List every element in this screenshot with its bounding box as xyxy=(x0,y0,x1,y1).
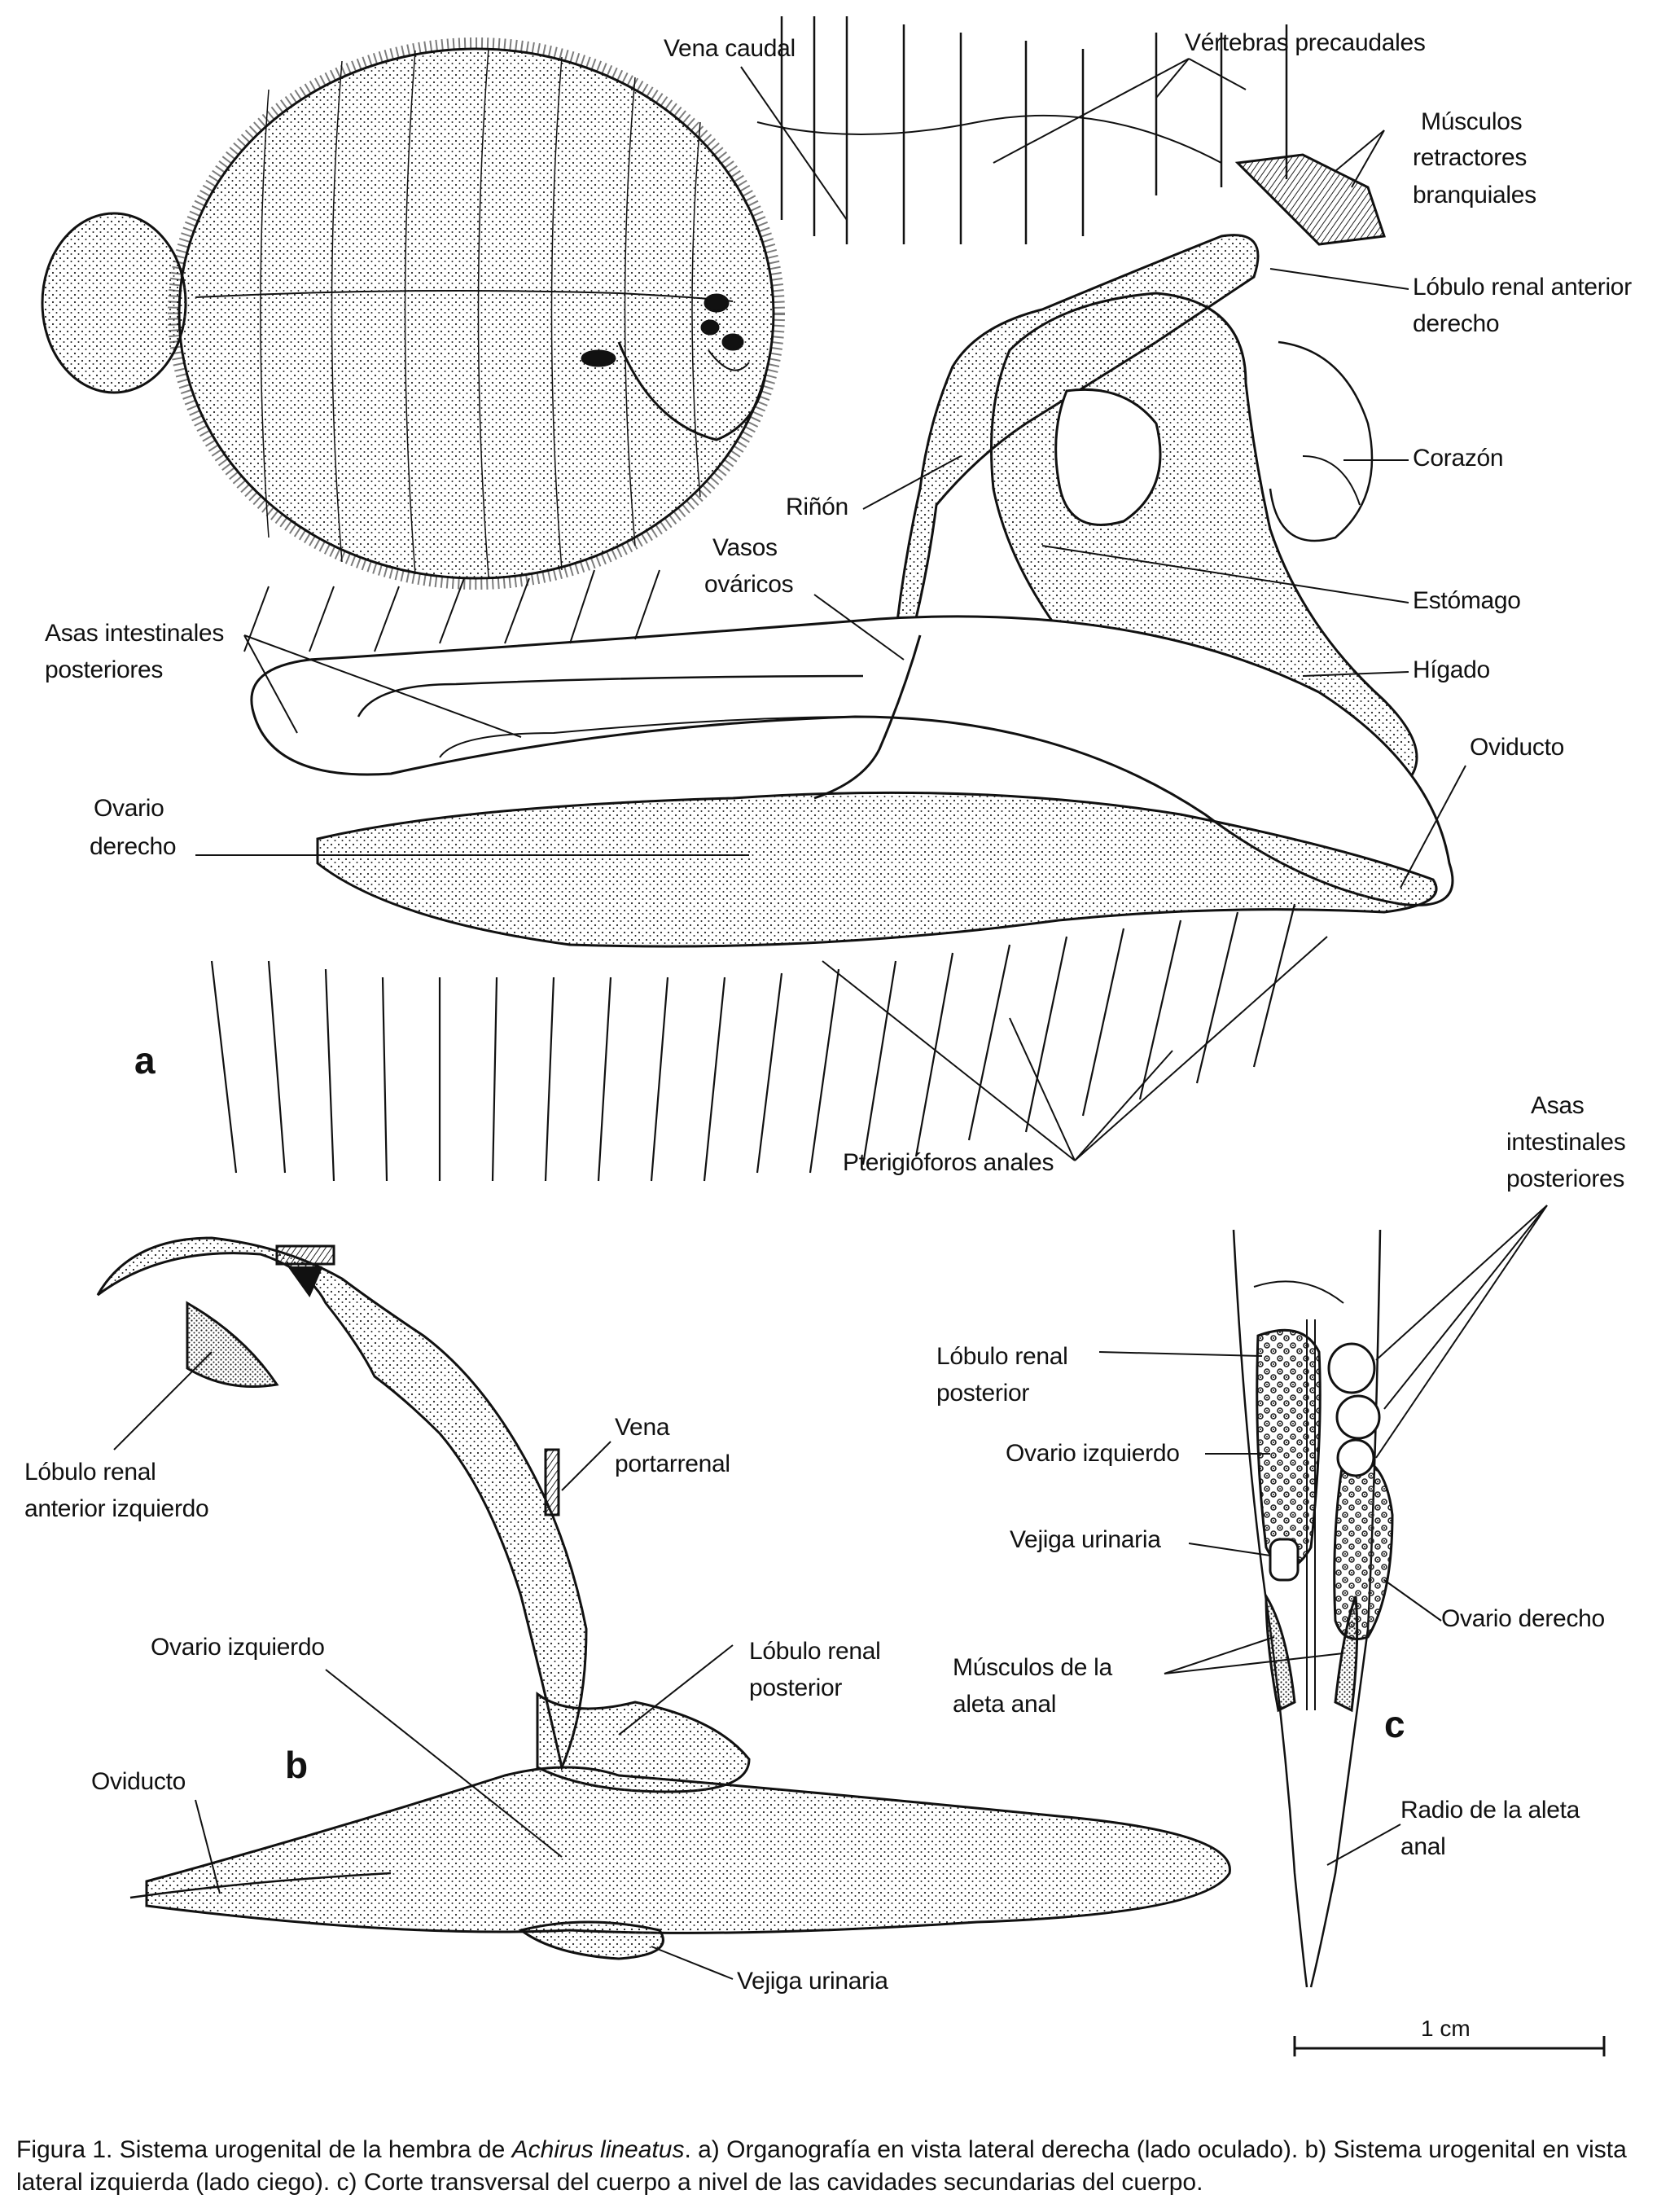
label-ovario-derecho-c: Ovario derecho xyxy=(1441,1604,1605,1634)
label-musculos-3: branquiales xyxy=(1413,181,1536,210)
label-lobulo-renal-posterior-c-1: Lóbulo renal xyxy=(936,1342,1068,1372)
label-vasos-2: ováricos xyxy=(704,570,793,599)
label-vasos-1: Vasos xyxy=(712,533,778,563)
panel-c-drawing xyxy=(1234,1230,1392,1987)
label-vena-caudal: Vena caudal xyxy=(664,34,796,64)
caption-species: Achirus lineatus xyxy=(512,2136,685,2163)
label-musculos-1: Músculos xyxy=(1421,108,1522,137)
label-pterigioforos-anales: Pterigióforos anales xyxy=(843,1148,1054,1178)
label-higado: Hígado xyxy=(1413,656,1490,685)
label-radio-aleta-2: anal xyxy=(1400,1832,1446,1862)
panel-label-c: c xyxy=(1384,1702,1405,1746)
caption-part-1: Figura 1. Sistema urogenital de la hembr… xyxy=(16,2136,512,2163)
label-vejiga-urinaria-b: Vejiga urinaria xyxy=(737,1967,888,1996)
label-radio-aleta-1: Radio de la aleta xyxy=(1400,1796,1580,1825)
label-asas-intestinales-1: Asas intestinales xyxy=(45,619,224,648)
label-ovario-derecho-1: Ovario xyxy=(94,794,164,823)
label-vejiga-urinaria-c: Vejiga urinaria xyxy=(1010,1525,1161,1555)
label-asas-c-1: Asas xyxy=(1531,1091,1585,1121)
fish-outline-drawing xyxy=(42,43,779,584)
label-vertebras-precaudales: Vértebras precaudales xyxy=(1185,29,1426,58)
label-vena-portarrenal-2: portarrenal xyxy=(615,1450,730,1479)
label-lobulo-renal-posterior-b-2: posterior xyxy=(749,1674,842,1703)
label-oviducto-a: Oviducto xyxy=(1470,733,1564,762)
label-lobulo-renal-posterior-b-1: Lóbulo renal xyxy=(749,1637,881,1666)
panel-label-b: b xyxy=(285,1743,308,1787)
label-asas-c-3: posteriores xyxy=(1506,1165,1624,1194)
label-ovario-derecho-2: derecho xyxy=(90,832,176,862)
label-musculos-aleta-2: aleta anal xyxy=(953,1690,1056,1719)
scale-label: 1 cm xyxy=(1421,2016,1471,2042)
label-musculos-2: retractores xyxy=(1413,143,1527,173)
label-ovario-izquierdo-b: Ovario izquierdo xyxy=(151,1633,325,1662)
label-oviducto-b: Oviducto xyxy=(91,1767,186,1797)
figure-caption: Figura 1. Sistema urogenital de la hembr… xyxy=(16,2134,1653,2199)
label-lobulo-renal-anterior-derecho-1: Lóbulo renal anterior xyxy=(1413,273,1632,302)
label-corazon: Corazón xyxy=(1413,444,1503,473)
label-ovario-izquierdo-c: Ovario izquierdo xyxy=(1006,1439,1180,1468)
label-estomago: Estómago xyxy=(1413,586,1521,616)
label-lobulo-renal-anterior-izquierdo-1: Lóbulo renal xyxy=(24,1458,156,1487)
label-musculos-aleta-1: Músculos de la xyxy=(953,1653,1112,1683)
label-lobulo-renal-posterior-c-2: posterior xyxy=(936,1379,1029,1408)
label-asas-c-2: intestinales xyxy=(1506,1128,1626,1157)
label-asas-intestinales-2: posteriores xyxy=(45,656,163,685)
label-vena-portarrenal-1: Vena xyxy=(615,1413,669,1442)
label-lobulo-renal-anterior-derecho-2: derecho xyxy=(1413,309,1499,339)
panel-label-a: a xyxy=(134,1038,156,1082)
label-lobulo-renal-anterior-izquierdo-2: anterior izquierdo xyxy=(24,1494,208,1524)
label-rinon: Riñón xyxy=(786,493,848,522)
